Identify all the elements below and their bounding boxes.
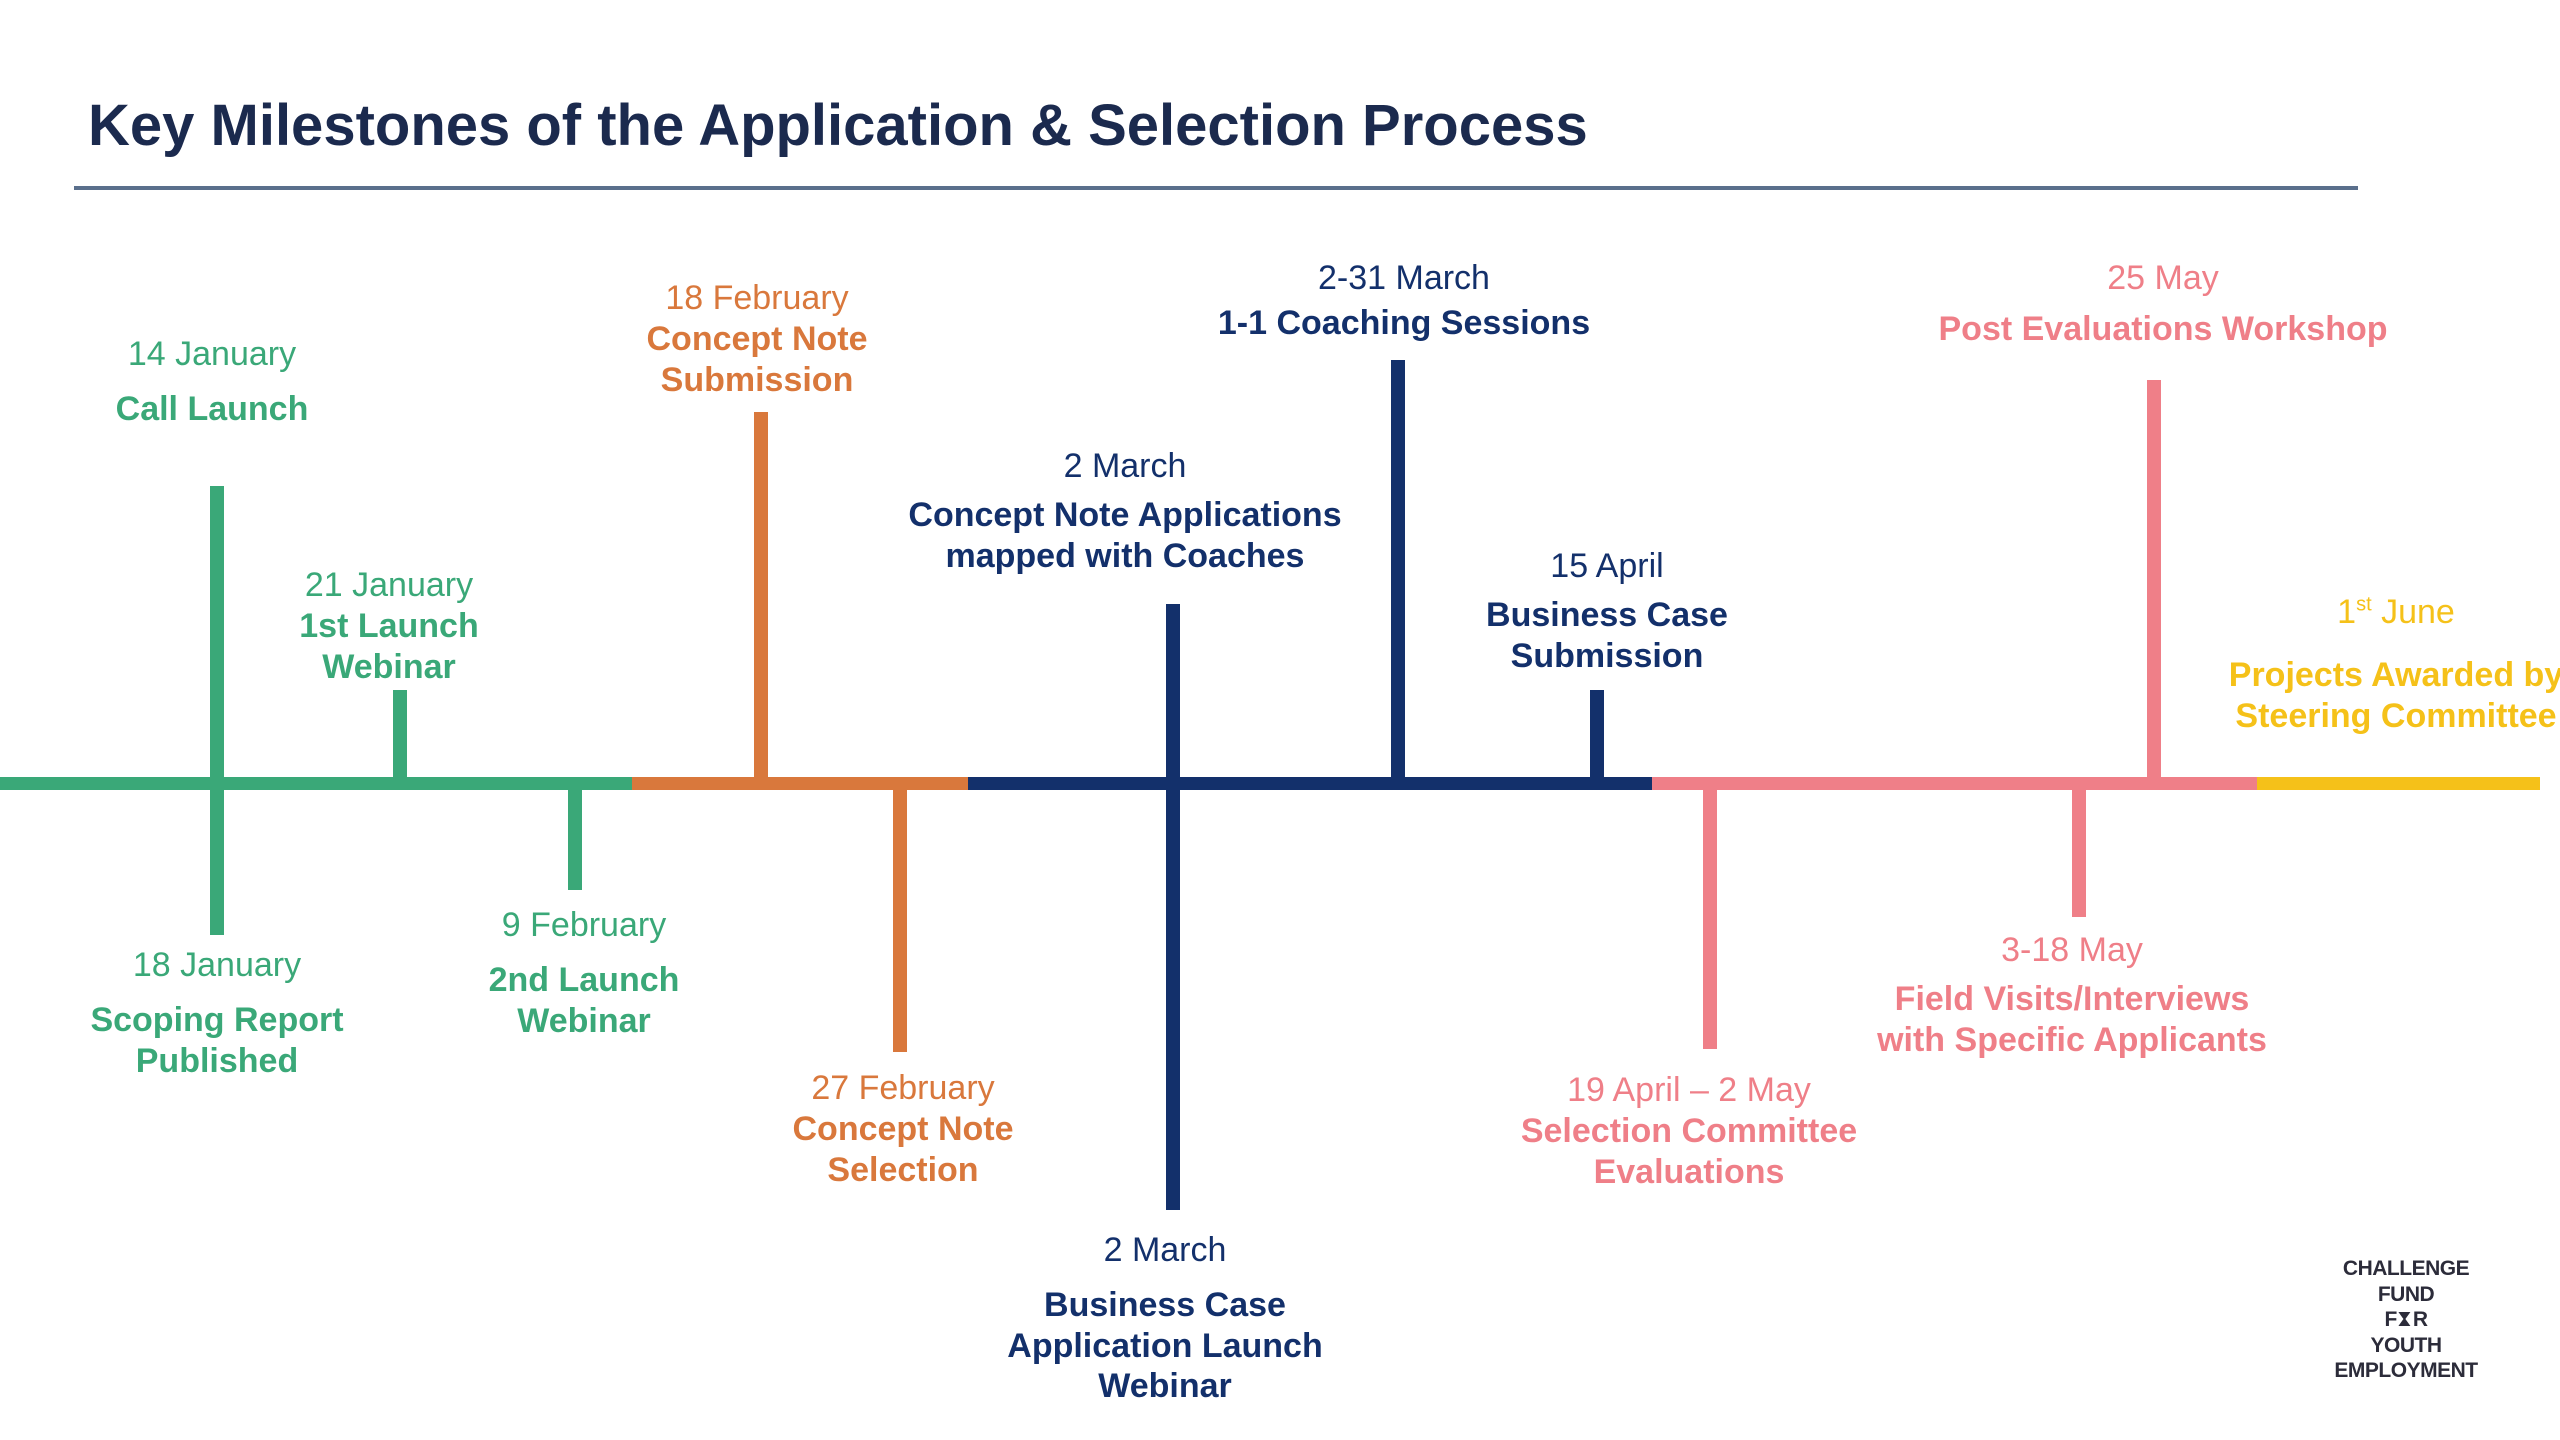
milestone-name: mapped with Coaches [945,536,1305,575]
milestone-date: 1st June [2337,593,2455,631]
milestone-name: Steering Committee [2235,696,2557,735]
milestone-date: 2 March [1063,447,1187,485]
milestone-name: Concept Note [646,319,868,358]
tick-scoping-report [210,784,224,935]
milestone-mapped-coaches: 2 March Concept Note Applications mapped… [908,446,1341,576]
milestone-scoping-report: 18 January Scoping Report Published [90,945,343,1081]
milestone-name: 1st Launch [299,606,479,645]
tick-second-webinar [568,784,582,890]
milestone-name: Post Evaluations Workshop [1938,309,2388,348]
tick-mapped-coaches [1166,604,1180,784]
milestone-name: 1-1 Coaching Sessions [1217,303,1591,342]
milestone-name: with Specific Applicants [1877,1020,2267,1059]
milestone-selection-committee: 19 April – 2 May Selection Committee Eva… [1521,1070,1857,1192]
tick-post-evaluations [2147,380,2161,784]
tick-coaching [1391,360,1405,784]
tick-call-launch [210,486,224,784]
milestone-date: 27 February [811,1069,995,1107]
milestone-name: Business Case [1486,595,1728,634]
milestone-date: 2-31 March [1318,259,1490,297]
page-title: Key Milestones of the Application & Sele… [88,93,1588,158]
milestone-business-case-submission: 15 April Business Case Submission [1486,546,1728,676]
milestone-concept-submission: 18 February Concept Note Submission [647,278,868,400]
milestone-name: 2nd Launch [488,960,680,999]
timeline-segment-june [2257,777,2540,790]
milestone-first-webinar: 21 January 1st Launch Webinar [299,565,478,687]
milestone-name: Published [135,1041,299,1080]
milestone-date: 19 April – 2 May [1567,1071,1811,1109]
tick-business-case-launch [1166,784,1180,1210]
tick-first-webinar [393,690,407,784]
milestone-name: Selection Committee [1520,1111,1858,1150]
milestone-awarded: 1st June Projects Awarded by Steering Co… [2229,592,2560,736]
tick-concept-selection [893,784,907,1052]
milestone-date: 14 January [127,335,297,373]
milestone-date: 15 April [1550,547,1664,585]
milestone-concept-selection: 27 February Concept Note Selection [793,1068,1014,1190]
timeline-segment-february [632,777,968,790]
milestone-call-launch: 14 January Call Launch [116,334,309,430]
tick-field-visits [2072,784,2086,917]
milestone-name: Submission [660,360,854,399]
tick-selection-committee [1703,784,1717,1049]
milestone-field-visits: 3-18 May Field Visits/Interviews with Sp… [1877,930,2267,1060]
milestone-name: Submission [1510,636,1704,675]
milestone-name: Scoping Report [90,1000,344,1039]
milestone-date: 18 February [665,279,849,317]
milestone-business-case-launch: 2 March Business Case Application Launch… [1007,1230,1322,1407]
milestone-name: Projects Awarded by [2228,655,2560,694]
milestone-name: Concept Note Applications [908,495,1342,534]
tick-concept-submission [754,412,768,784]
milestone-post-evaluations: 25 May Post Evaluations Workshop [1938,258,2387,350]
milestone-name: Concept Note [792,1109,1014,1148]
title-underline [74,186,2358,190]
milestone-date: 3-18 May [2001,931,2143,969]
timeline-segment-january [0,777,632,790]
tick-business-case-submission [1590,690,1604,784]
milestone-name: Field Visits/Interviews [1894,979,2250,1018]
milestone-second-webinar: 9 February 2nd Launch Webinar [489,905,680,1041]
milestone-name: Webinar [517,1001,651,1040]
milestone-name: Application Launch [1007,1326,1323,1365]
milestone-name: Webinar [322,647,456,686]
milestone-date: 2 March [1103,1231,1227,1269]
timeline-segment-march-april [968,777,1652,790]
milestone-date: 21 January [304,566,474,604]
milestone-date: 25 May [2107,259,2219,297]
milestone-name: Webinar [1098,1367,1232,1406]
milestone-name: Call Launch [115,389,309,428]
milestone-coaching: 2-31 March 1-1 Coaching Sessions [1218,258,1590,344]
milestone-date: 9 February [501,906,667,944]
timeline-segment-april-may [1652,777,2257,790]
milestone-name: Selection [827,1150,979,1189]
milestone-name: Business Case [1044,1285,1286,1324]
milestone-name: Evaluations [1593,1152,1785,1191]
milestone-date: 18 January [132,946,302,984]
